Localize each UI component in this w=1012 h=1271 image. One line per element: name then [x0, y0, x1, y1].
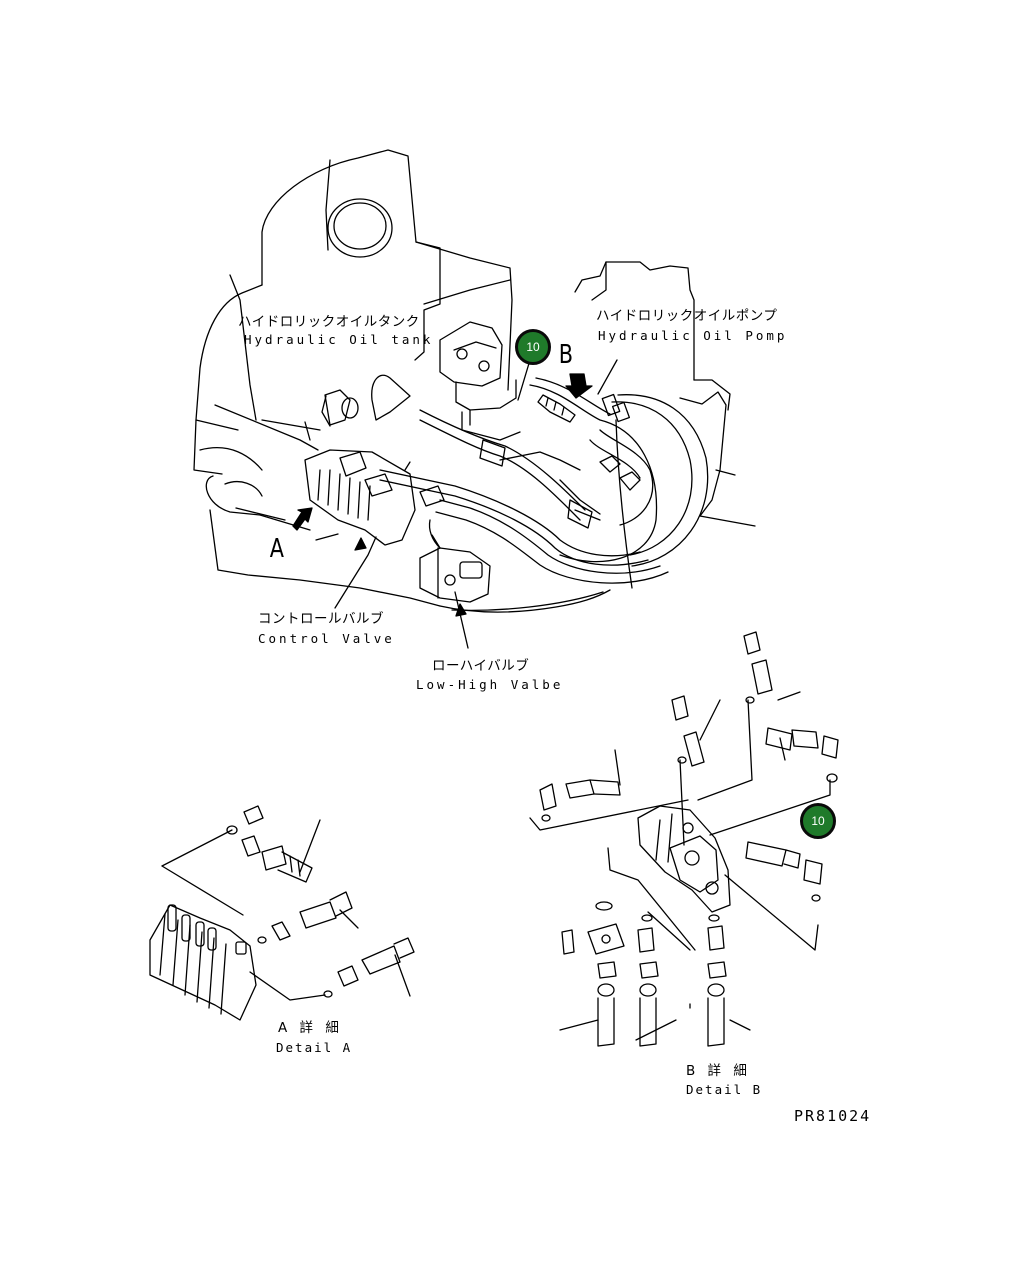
callout-number: 10: [526, 340, 540, 354]
hydraulic-oil-pump-label-jp: ハイドロリックオイルポンプ: [596, 308, 778, 324]
oil-hoses: [371, 374, 709, 584]
pump-housing: [439, 321, 521, 441]
hose-fittings: [339, 393, 641, 529]
hydraulic-oil-tank-label-jp: ハイドロリックオイルタンク: [238, 314, 420, 330]
view-a-marker: A: [269, 534, 285, 564]
hydraulic-oil-pump-label-en: Hydraulic Oil Pomp: [598, 328, 788, 343]
control-valve-label-en: Control Valve: [258, 631, 395, 646]
detail-b-label-en: Detail B: [686, 1082, 763, 1097]
detail-a-label-jp: A 詳 細: [278, 1020, 343, 1036]
detail-a-fittings: [226, 805, 415, 998]
low-high-valve: [419, 519, 491, 603]
hydraulic-oil-tank-label-en: Hydraulic Oil tank: [244, 332, 434, 347]
view-b-marker: B: [558, 340, 574, 370]
view-arrows: [292, 373, 593, 617]
detail-b-label-jp: B 詳 細: [686, 1063, 751, 1079]
control-valve: [304, 389, 416, 546]
leader-lines: [235, 359, 633, 649]
detail-b-pump: [637, 805, 731, 913]
part-callout-10-detail-b[interactable]: 10: [800, 803, 836, 839]
low-high-valve-label-en: Low-High Valbe: [416, 677, 564, 692]
detail-b-fittings: [539, 631, 839, 1047]
detail-a-label-en: Detail A: [276, 1040, 353, 1055]
callout-number: 10: [811, 814, 825, 828]
control-valve-label-jp: コントロールバルブ: [258, 611, 384, 627]
detail-a-control-valve: [149, 829, 326, 1021]
part-callout-10-main[interactable]: 10: [515, 329, 551, 365]
drawing-code: PR81024: [794, 1107, 872, 1125]
low-high-valve-label-jp: ローハイバルブ: [432, 658, 530, 674]
hydraulic-oil-tank: [193, 149, 513, 475]
frame-structure: [205, 261, 756, 613]
detail-b-lines: [529, 691, 831, 1041]
